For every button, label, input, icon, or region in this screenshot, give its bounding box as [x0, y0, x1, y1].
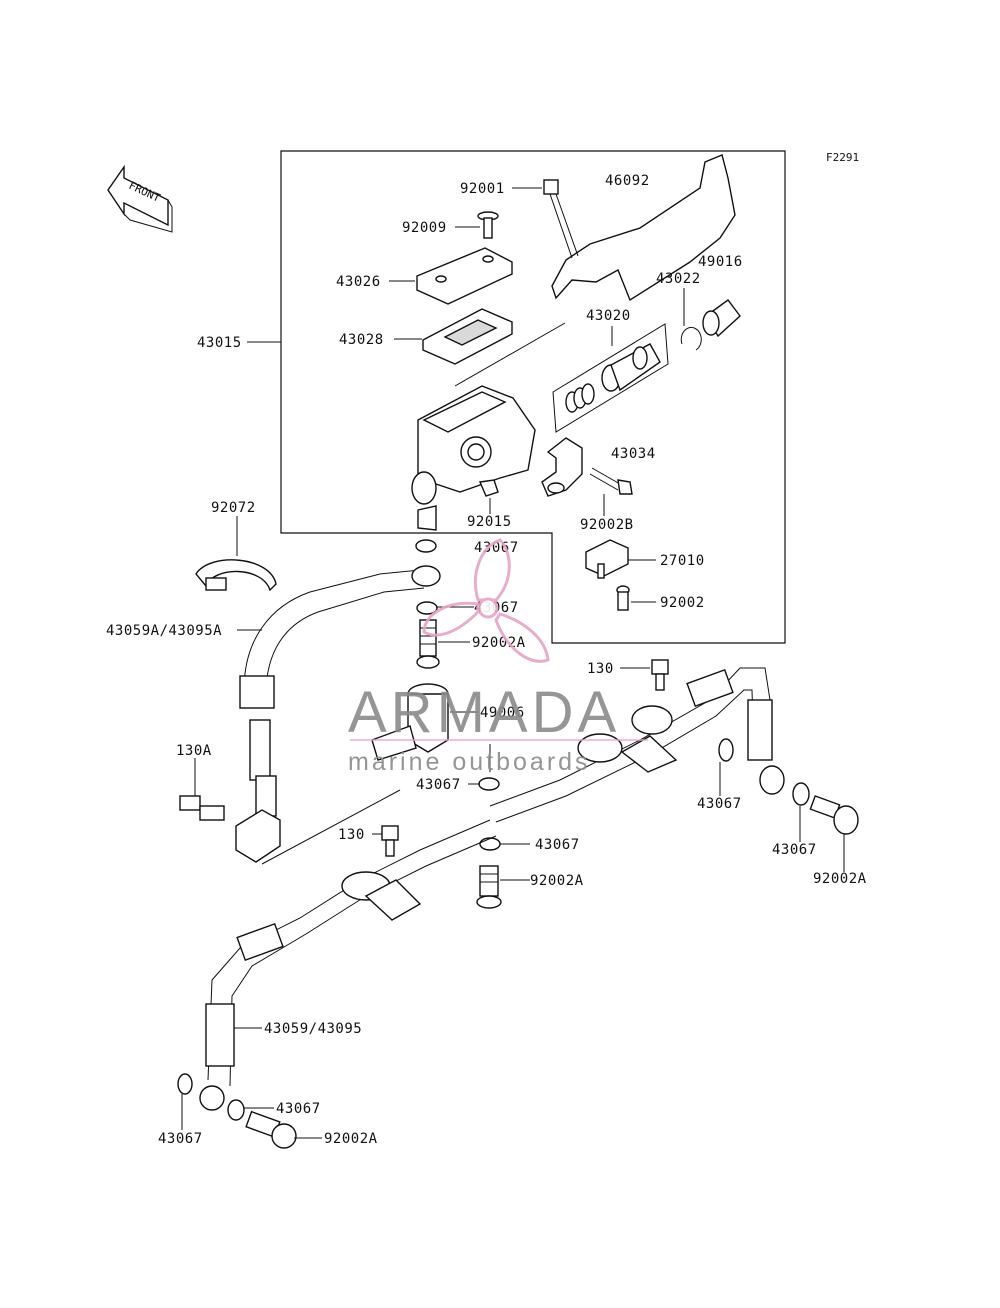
label-92015: 92015: [467, 514, 512, 530]
front-arrow-icon: FRONT: [107, 164, 173, 233]
lower-brake-hose-part: [199, 819, 497, 1111]
dust-boot-part: [702, 299, 741, 338]
center-banjo-bolt-part: [476, 865, 502, 909]
label-43067-h: 43067: [158, 1131, 203, 1147]
washer-43067-g: [227, 1099, 245, 1121]
right-brake-hose-part: [489, 667, 785, 823]
upper-brake-hose-part: [235, 565, 441, 863]
label-43015: 43015: [197, 335, 242, 351]
reservoir-cap-part: [416, 247, 513, 305]
clamp-bolt-part: [589, 467, 633, 495]
label-49006: 49006: [480, 705, 525, 721]
label-43059-43095: 43059/43095: [264, 1021, 362, 1037]
washer-43067-c: [478, 777, 500, 791]
leader-lines: [181, 187, 845, 1139]
label-92002A-a: 92002A: [472, 635, 526, 651]
watermark-brand: ARMADA: [348, 680, 620, 745]
label-43020: 43020: [586, 308, 631, 324]
label-46092: 46092: [605, 173, 650, 189]
label-92072: 92072: [211, 500, 256, 516]
brake-light-switch-part: [585, 539, 629, 579]
label-130-a: 130: [587, 661, 614, 677]
bleeder-valve-part: [478, 479, 499, 497]
label-43022: 43022: [656, 271, 701, 287]
circlip-part: [680, 327, 702, 351]
brake-lever-part: [551, 154, 736, 302]
washer-43067-d: [718, 738, 734, 762]
label-43067-g: 43067: [276, 1101, 321, 1117]
washer-43067-e: [479, 837, 501, 851]
label-130A: 130A: [176, 743, 212, 759]
hose-joint-bolt-part: [179, 795, 225, 821]
three-way-joint-part: [261, 683, 449, 865]
piston-kit-part: [552, 323, 669, 433]
label-43067-c: 43067: [416, 777, 461, 793]
label-92002B: 92002B: [580, 517, 634, 533]
label-43026: 43026: [336, 274, 381, 290]
label-49016: 49016: [698, 254, 743, 270]
label-43067-e: 43067: [535, 837, 580, 853]
label-92001: 92001: [460, 181, 505, 197]
switch-screw-part: [616, 585, 630, 611]
propeller-logo-icon: [422, 538, 550, 663]
right-clamp-bolt-part: [651, 659, 669, 691]
piston-spring: [565, 383, 595, 413]
label-92002A-d: 92002A: [324, 1131, 378, 1147]
label-130-b: 130: [338, 827, 365, 843]
label-43028: 43028: [339, 332, 384, 348]
armada-watermark: ARMADA marine outboards: [348, 538, 648, 776]
figure-code: F2291: [826, 151, 859, 164]
lower-banjo-bolt-part: [245, 1110, 297, 1149]
label-92002: 92002: [660, 595, 705, 611]
washer-43067-h: [177, 1073, 193, 1095]
part-number-labels: 92001 46092 92009 49016 43022 43026 4302…: [106, 173, 867, 1147]
lower-clamp-bolt-part: [381, 825, 399, 857]
label-43067-f: 43067: [772, 842, 817, 858]
lever-pivot-bolt-part: [543, 179, 579, 259]
reservoir-diaphragm-part: [422, 308, 513, 365]
master-cylinder-body-part: [411, 322, 566, 531]
label-43034: 43034: [611, 446, 656, 462]
label-43067-d: 43067: [697, 796, 742, 812]
label-43059A-43095A: 43059A/43095A: [106, 623, 222, 639]
upper-banjo-assembly: [415, 539, 440, 669]
washer-43067-f: [792, 782, 810, 806]
label-27010: 27010: [660, 553, 705, 569]
hose-band-part: [195, 559, 277, 592]
master-cylinder-group-outline: [280, 150, 786, 644]
handlebar-clamp-part: [541, 437, 583, 497]
watermark-tagline: marine outboards: [348, 748, 591, 776]
right-banjo-bolt-part: [809, 795, 859, 835]
label-92002A-c: 92002A: [813, 871, 867, 887]
label-92002A-b: 92002A: [530, 873, 584, 889]
label-92009: 92009: [402, 220, 447, 236]
cover-screw-part: [477, 211, 499, 239]
